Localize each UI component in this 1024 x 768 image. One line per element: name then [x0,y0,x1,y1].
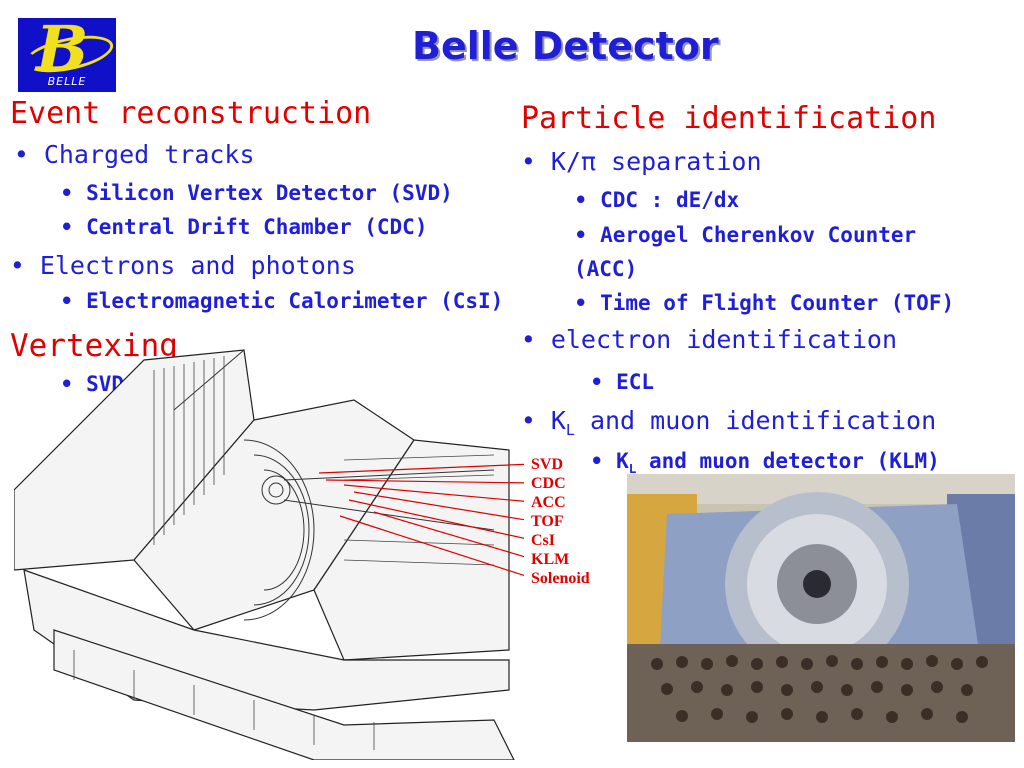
group-photo [627,474,1015,742]
item-k-pi-separation: • K/π separation [521,147,762,176]
item-charged-tracks: • Charged tracks [14,140,255,169]
logo-label: BELLE [47,75,87,88]
label-acc: ACC [531,494,566,511]
label-solenoid: Solenoid [531,570,590,587]
component-labels: SVD CDC ACC TOF CsI KLM Solenoid [531,455,631,588]
label-klm: KLM [531,551,570,568]
item-csi: • Electromagnetic Calorimeter (CsI) [60,289,504,313]
item-tof: • Time of Flight Counter (TOF) [574,291,955,315]
item-vertex-svd: • SVD [60,372,125,396]
item-acc: • Aerogel Cherenkov Counter [574,223,917,247]
detector-drawing [14,349,524,760]
item-electron-identification: • electron identification [521,325,897,354]
item-cdc: • Central Drift Chamber (CDC) [60,215,428,239]
heading-vertexing: Vertexing [10,328,178,364]
item-electrons-photons: • Electrons and photons [10,251,356,280]
logo-b-icon: B [36,12,89,85]
item-klm: • KL and muon detector (KLM) [590,449,940,477]
item-dedx: • CDC : dE/dx [574,188,740,212]
item-acc-abbrev: (ACC) [574,257,638,281]
page-title: Belle Detector [412,24,719,68]
belle-logo: B BELLE [18,12,117,92]
label-svd: SVD [531,456,564,473]
label-cdc: CDC [531,475,566,492]
heading-event-reconstruction: Event reconstruction [10,96,372,131]
label-tof: TOF [531,513,564,530]
label-csi: CsI [531,532,556,549]
item-kl-muon-identification: • KL and muon identification [521,406,937,439]
item-ecl: • ECL [590,370,655,394]
item-svd: • Silicon Vertex Detector (SVD) [60,181,453,205]
heading-particle-identification: Particle identification [521,101,937,136]
